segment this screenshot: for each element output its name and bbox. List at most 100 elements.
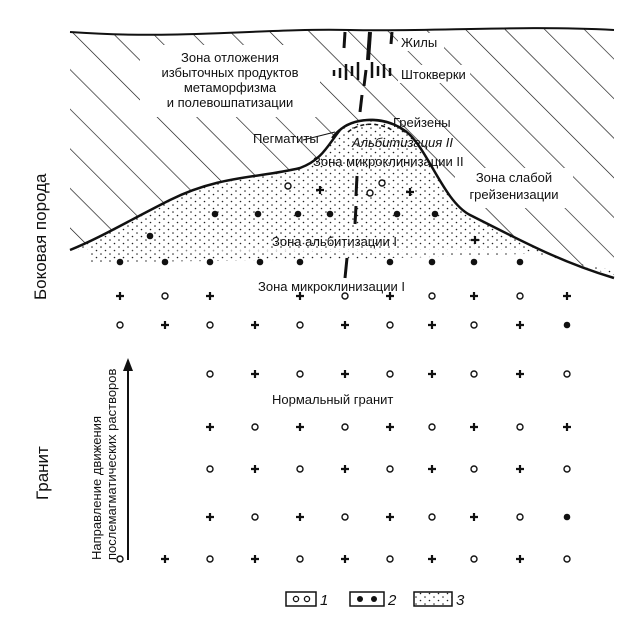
albitization-1-label: Зона альбитизации I — [272, 234, 397, 249]
plus-symbol — [296, 513, 304, 521]
legend-item-2: 2 — [349, 591, 397, 609]
open-circle-symbol — [206, 321, 214, 329]
open-circle-symbol — [206, 555, 214, 563]
open-circle-icon — [285, 591, 317, 607]
plus-symbol — [316, 186, 324, 194]
legend: 1 2 3 — [285, 591, 465, 609]
legend-item-1: 1 — [285, 591, 328, 609]
plus-symbol — [563, 423, 571, 431]
plus-symbol — [386, 292, 394, 300]
filled-dot-symbol — [470, 258, 478, 266]
open-circle-symbol — [296, 370, 304, 378]
plus-symbol — [563, 292, 571, 300]
legend-number-3: 3 — [456, 592, 465, 609]
plus-symbol — [516, 321, 524, 329]
deposition-label-bg — [140, 45, 320, 117]
filled-dot-symbol — [296, 258, 304, 266]
direction-label-line-2: послемагматических растворов — [104, 368, 119, 560]
legend-number-2: 2 — [387, 592, 397, 609]
weak-greisen-line-1: Зона слабой — [476, 170, 552, 185]
veins — [342, 31, 394, 61]
open-circle-symbol — [516, 423, 524, 431]
legend-number-1: 1 — [320, 592, 328, 609]
plus-symbol — [206, 292, 214, 300]
open-circle-symbol — [470, 321, 478, 329]
greisens-label: Грейзены — [393, 115, 451, 130]
open-circle-symbol — [386, 465, 394, 473]
plus-symbol — [428, 370, 436, 378]
plus-symbol — [206, 423, 214, 431]
open-circle-symbol — [206, 465, 214, 473]
filled-dot-symbol — [431, 210, 439, 218]
central-channel — [343, 69, 368, 279]
filled-dot-symbol — [326, 210, 334, 218]
normal-granite-label: Нормальный гранит — [272, 392, 393, 407]
open-circle-symbol — [206, 370, 214, 378]
open-circle-symbol — [284, 182, 292, 190]
plus-symbol — [296, 423, 304, 431]
plus-symbol — [251, 465, 259, 473]
open-circle-symbol — [116, 555, 124, 563]
deposition-zone-line-2: избыточных продуктов — [161, 65, 298, 80]
top-boundary — [69, 27, 615, 36]
open-circle-symbol — [341, 292, 349, 300]
plus-symbol — [470, 513, 478, 521]
plus-symbol — [471, 236, 479, 244]
deposition-zone-line-1: Зона отложения — [181, 50, 279, 65]
open-circle-symbol — [296, 321, 304, 329]
microclinization-2-label: Зона микроклинизации II — [313, 154, 464, 169]
stockworks — [332, 62, 392, 80]
plus-symbol — [161, 555, 169, 563]
filled-dot-symbol — [393, 210, 401, 218]
filled-dot-symbol — [161, 258, 169, 266]
veins-label: Жилы — [401, 35, 437, 50]
open-circle-symbol — [470, 370, 478, 378]
plus-symbol — [341, 370, 349, 378]
plus-symbol — [428, 321, 436, 329]
open-circle-symbol — [470, 555, 478, 563]
filled-dot-symbol — [146, 232, 154, 240]
stipple-icon — [413, 591, 453, 607]
filled-dot-symbol — [563, 321, 571, 329]
open-circle-symbol — [341, 513, 349, 521]
plus-symbol — [161, 321, 169, 329]
open-circle-symbol — [251, 513, 259, 521]
open-circle-symbol — [428, 513, 436, 521]
plus-symbol — [470, 423, 478, 431]
deposition-zone-line-4: и полевошпатизации — [167, 95, 293, 110]
granite-label: Гранит — [33, 446, 52, 500]
weak-greisen-line-2: грейзенизации — [469, 187, 558, 202]
open-circle-symbol — [386, 321, 394, 329]
plus-symbol — [341, 555, 349, 563]
filled-dot-symbol — [428, 258, 436, 266]
filled-dot-icon — [349, 591, 385, 607]
open-circle-symbol — [470, 465, 478, 473]
plus-symbol — [341, 321, 349, 329]
open-circle-symbol — [251, 423, 259, 431]
albitization-2-label: Альбитизация II — [351, 135, 453, 150]
open-circle-symbol — [428, 423, 436, 431]
legend-item-3: 3 — [413, 591, 465, 609]
wall-rock-label: Боковая порода — [31, 173, 50, 300]
filled-dot-symbol — [116, 258, 124, 266]
plus-symbol — [386, 513, 394, 521]
direction-arrow — [123, 358, 133, 560]
open-circle-symbol — [296, 555, 304, 563]
filled-dot-symbol — [256, 258, 264, 266]
open-circle-symbol — [516, 513, 524, 521]
open-circle-symbol — [563, 555, 571, 563]
plus-symbol — [516, 370, 524, 378]
pegmatites-label: Пегматиты — [253, 131, 319, 146]
plus-symbol — [470, 292, 478, 300]
plus-symbol — [516, 465, 524, 473]
plus-symbol — [386, 423, 394, 431]
albitization-2-cap — [331, 118, 406, 139]
plus-symbol — [296, 292, 304, 300]
open-circle-symbol — [563, 465, 571, 473]
filled-dot-symbol — [516, 258, 524, 266]
granite-symbols — [116, 179, 571, 563]
open-circle-symbol — [516, 292, 524, 300]
plus-symbol — [206, 513, 214, 521]
